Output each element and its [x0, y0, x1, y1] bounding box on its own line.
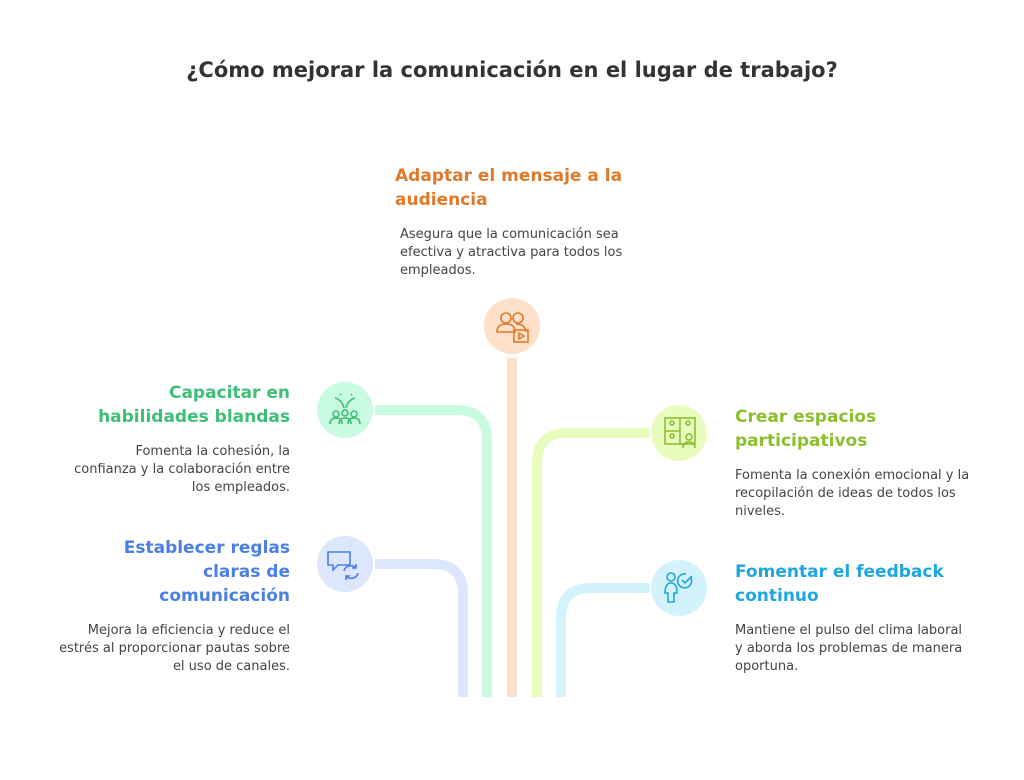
description-crear: Fomenta la conexión emocional y la recop… [735, 468, 970, 519]
heading-capacitar: Capacitar en habilidades blandas [98, 383, 290, 427]
video-conference-icon [651, 405, 707, 461]
page-title: ¿Cómo mejorar la comunicación en el luga… [186, 58, 838, 82]
description-fomentar: Mantiene el pulso del clima laboral y ab… [735, 623, 963, 674]
heading-crear: Crear espacios participativos [735, 407, 877, 451]
description-capacitar: Fomenta la cohesión, la confianza y la c… [74, 444, 290, 495]
connector-lime [532, 428, 650, 697]
heading-establecer: Establecer reglas claras de comunicación [123, 538, 290, 606]
heading-fomentar: Fomentar el feedback continuo [735, 562, 944, 606]
connector-cyan [556, 583, 650, 697]
heading-adaptar: Adaptar el mensaje a la audiencia [395, 166, 623, 210]
description-establecer: Mejora la eficiencia y reduce el estrés … [59, 623, 290, 674]
description-adaptar: Asegura que la comunicación sea efectiva… [400, 227, 623, 278]
connector-blue [375, 559, 468, 697]
chat-refresh-icon [317, 536, 373, 592]
audience-video-icon [484, 298, 540, 354]
person-check-icon [651, 560, 707, 616]
connector-green [375, 405, 492, 697]
team-celebration-icon [317, 382, 373, 438]
